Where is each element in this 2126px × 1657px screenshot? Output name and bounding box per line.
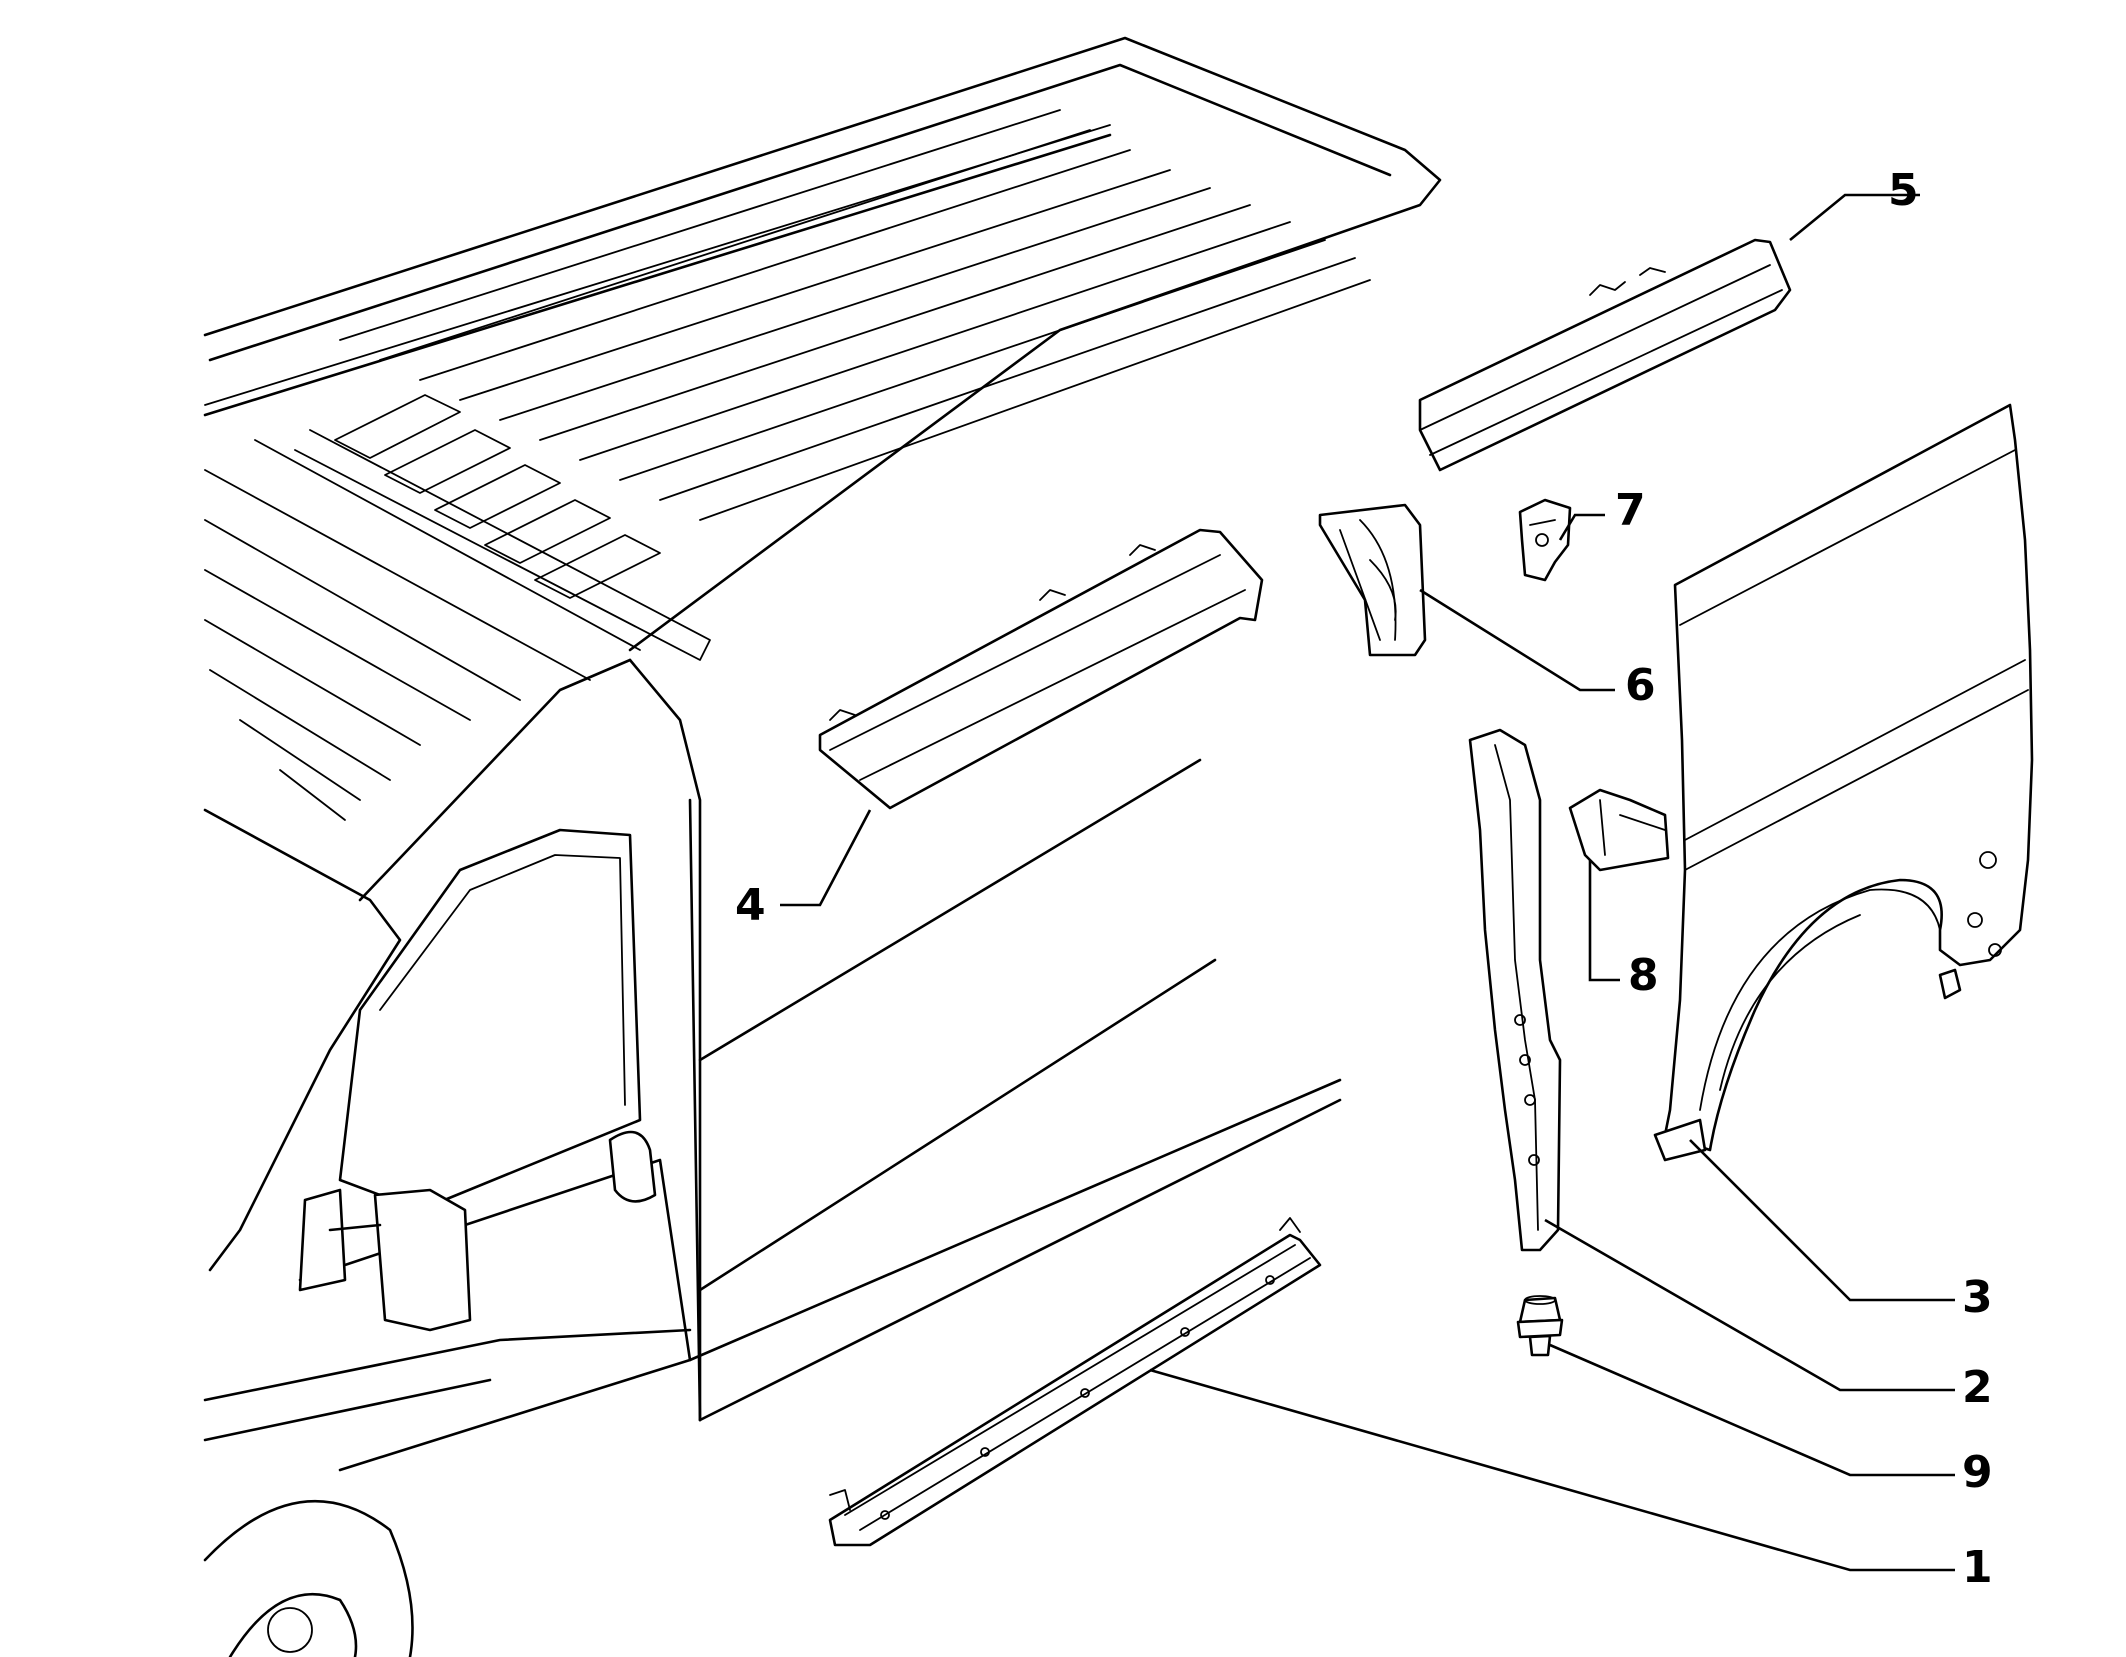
- roof-panels: [254, 394, 711, 661]
- part-1-sill-rail: [828, 1217, 1322, 1547]
- leader-7: [1558, 513, 1605, 541]
- part-5-roof-rail-cover: [1418, 238, 1792, 472]
- roof-ribs: [339, 109, 1371, 521]
- leader-4: [780, 809, 872, 907]
- part-7-bracket: [1518, 498, 1572, 582]
- part-9-clip: [1516, 1295, 1564, 1357]
- mirror: [298, 1188, 472, 1332]
- leader-9: [1549, 1343, 1955, 1477]
- van-illustration: [203, 36, 1442, 1657]
- part-3-side-panel: [1653, 403, 2034, 1162]
- callout-7: 7: [1615, 485, 1646, 536]
- leader-lines: [780, 193, 1955, 1572]
- callout-6: 6: [1625, 660, 1656, 711]
- part-6-pillar-bracket: [1318, 503, 1427, 657]
- part-8-bracket: [1568, 788, 1670, 872]
- leader-3: [1689, 1139, 1955, 1302]
- callout-9: 9: [1962, 1447, 1993, 1498]
- front-roof-ribs: [204, 469, 591, 821]
- leader-5: [1789, 193, 1920, 242]
- leader-2: [1544, 1218, 1955, 1392]
- callout-4: 4: [735, 880, 766, 931]
- callout-2: 2: [1962, 1362, 1993, 1413]
- callout-3: 3: [1962, 1272, 1993, 1323]
- part-4-roof-rail-cover: [818, 528, 1264, 810]
- leader-8: [1588, 860, 1620, 982]
- part-2-b-pillar: [1468, 728, 1562, 1252]
- leader-6: [1419, 588, 1615, 692]
- callout-numbers: 5 7 6 4 8 3 2 9 1: [735, 165, 1993, 1593]
- callout-1: 1: [1962, 1542, 1993, 1593]
- callout-8: 8: [1628, 950, 1659, 1001]
- leader-1: [1149, 1368, 1955, 1572]
- callout-5: 5: [1888, 165, 1919, 216]
